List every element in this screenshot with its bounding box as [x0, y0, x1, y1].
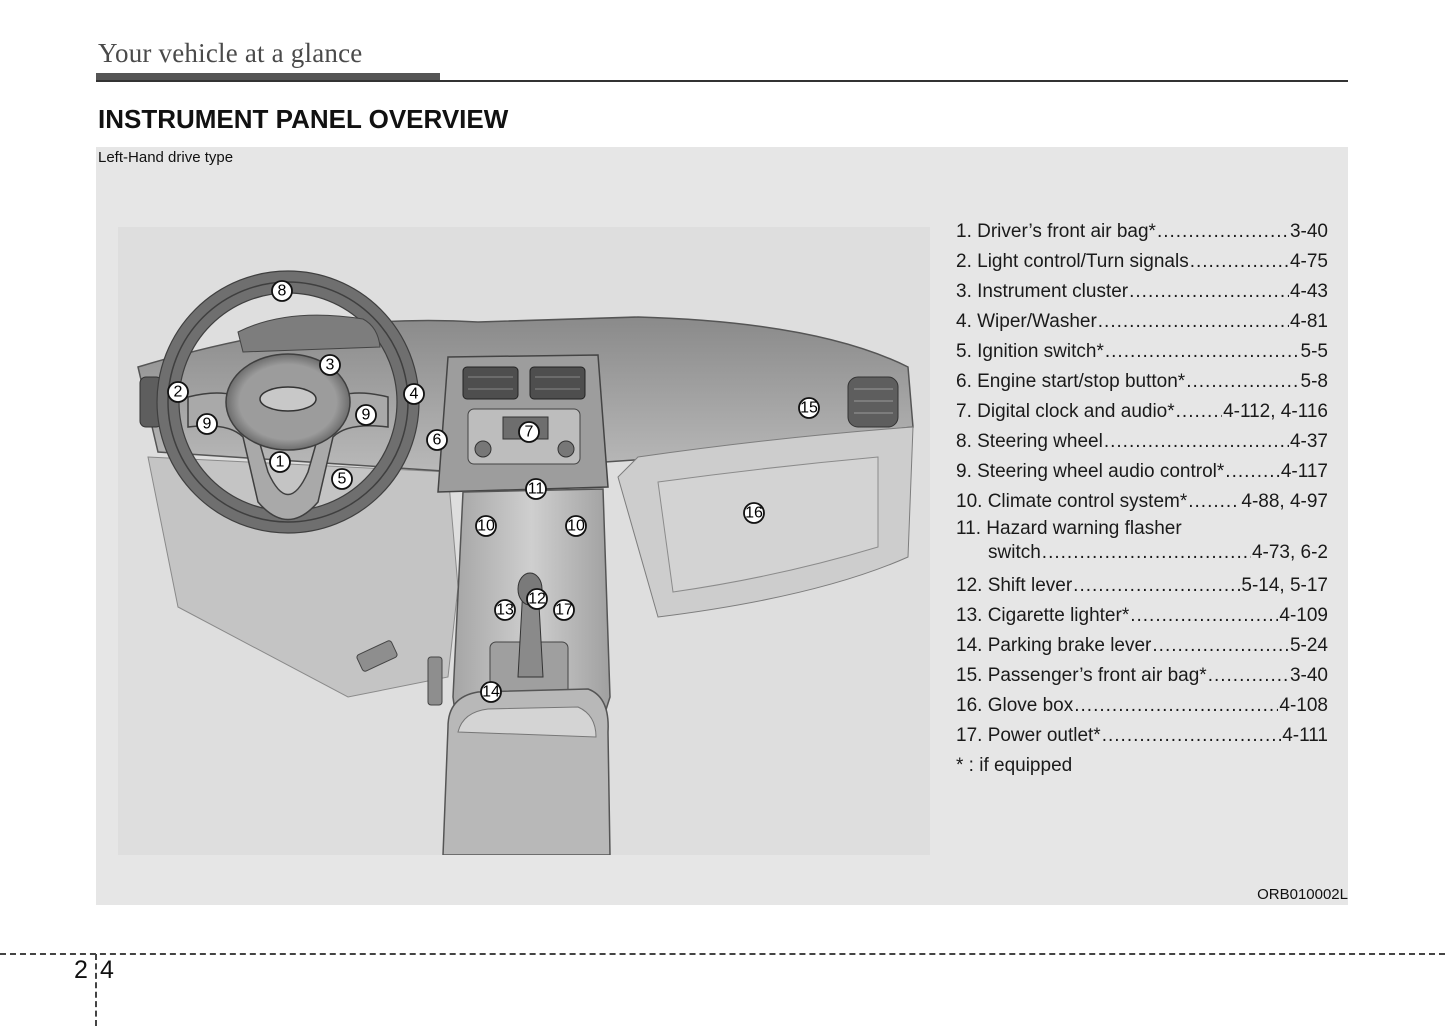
callout-5: 5: [331, 468, 353, 490]
callout-3: 3: [319, 354, 341, 376]
svg-text:10: 10: [477, 518, 495, 535]
legend-item: 3. Instrument cluster4-43: [956, 277, 1328, 307]
callout-11: 11: [525, 478, 547, 500]
svg-text:5: 5: [338, 471, 347, 488]
svg-text:16: 16: [745, 505, 763, 522]
callout-10-left: 10: [475, 515, 497, 537]
footer-divider: [95, 954, 97, 1026]
svg-text:6: 6: [433, 432, 442, 449]
callout-2: 2: [167, 381, 189, 403]
legend-item: 12. Shift lever5-14, 5-17: [956, 571, 1328, 601]
legend-item: 2. Light control/Turn signals4-75: [956, 247, 1328, 277]
svg-text:8: 8: [278, 283, 287, 300]
callout-10-right: 10: [565, 515, 587, 537]
drive-type-label: Left-Hand drive type: [98, 149, 234, 166]
legend-item: 4. Wiper/Washer4-81: [956, 307, 1328, 337]
callout-16: 16: [743, 502, 765, 524]
svg-text:13: 13: [496, 602, 514, 619]
footer-rule: [0, 953, 1445, 955]
svg-text:7: 7: [525, 424, 534, 441]
svg-text:3: 3: [326, 357, 335, 374]
svg-text:12: 12: [528, 591, 546, 608]
legend-note: * : if equipped: [956, 755, 1073, 776]
legend-item: 5. Ignition switch*5-5: [956, 337, 1328, 367]
callout-14: 14: [480, 681, 502, 703]
legend-item: 15. Passenger’s front air bag*3-40: [956, 661, 1328, 691]
callout-6: 6: [426, 429, 448, 451]
legend-item: 1. Driver’s front air bag*3-40: [956, 217, 1328, 247]
figure-panel: Left-Hand drive type: [96, 147, 1348, 905]
callout-15: 15: [798, 397, 820, 419]
svg-text:10: 10: [567, 518, 585, 535]
callout-13: 13: [494, 599, 516, 621]
callout-9-left: 9: [196, 413, 218, 435]
callout-7: 7: [518, 421, 540, 443]
page-heading: INSTRUMENT PANEL OVERVIEW: [98, 104, 509, 134]
legend-item: 14. Parking brake lever5-24: [956, 631, 1328, 661]
legend-item: 8. Steering wheel4-37: [956, 427, 1328, 457]
svg-text:2: 2: [174, 384, 183, 401]
callout-8: 8: [271, 280, 293, 302]
svg-text:11: 11: [528, 481, 545, 498]
legend-item: 13. Cigarette lighter*4-109: [956, 601, 1328, 631]
legend-item: 10. Climate control system*4-88, 4-97: [956, 487, 1328, 517]
callout-9-right: 9: [355, 404, 377, 426]
page-number: 4: [100, 956, 114, 984]
section-title: Your vehicle at a glance: [98, 38, 363, 68]
title-underline-thick: [96, 73, 440, 82]
callout-17: 17: [553, 599, 575, 621]
title-underline-thin: [96, 80, 1348, 82]
svg-text:1: 1: [276, 454, 285, 471]
legend-item: 16. Glove box4-108: [956, 691, 1328, 721]
callout-12: 12: [526, 588, 548, 610]
legend-item: 7. Digital clock and audio*4-112, 4-116: [956, 397, 1328, 427]
chapter-number: 2: [74, 956, 88, 984]
svg-text:9: 9: [203, 416, 212, 433]
svg-text:9: 9: [362, 407, 371, 424]
legend-item: 9. Steering wheel audio control*4-117: [956, 457, 1328, 487]
legend-item: 6. Engine start/stop button*5-8: [956, 367, 1328, 397]
callout-1: 1: [269, 451, 291, 473]
legend-item: 17. Power outlet*4-111: [956, 721, 1328, 751]
svg-text:15: 15: [800, 400, 818, 417]
svg-text:4: 4: [410, 386, 419, 403]
svg-text:14: 14: [482, 684, 500, 701]
legend-list: 1. Driver’s front air bag*3-40 2. Light …: [956, 217, 1328, 781]
figure-code: ORB010002L: [1257, 886, 1348, 903]
svg-text:17: 17: [555, 602, 573, 619]
instrument-panel-illustration: 8 3 2 4 9 9 6 7 15 1 5 11 10 10 16 12 13…: [118, 227, 930, 855]
legend-item: 11. Hazard warning flasher switch4-73, 6…: [956, 517, 1328, 571]
callout-4: 4: [403, 383, 425, 405]
